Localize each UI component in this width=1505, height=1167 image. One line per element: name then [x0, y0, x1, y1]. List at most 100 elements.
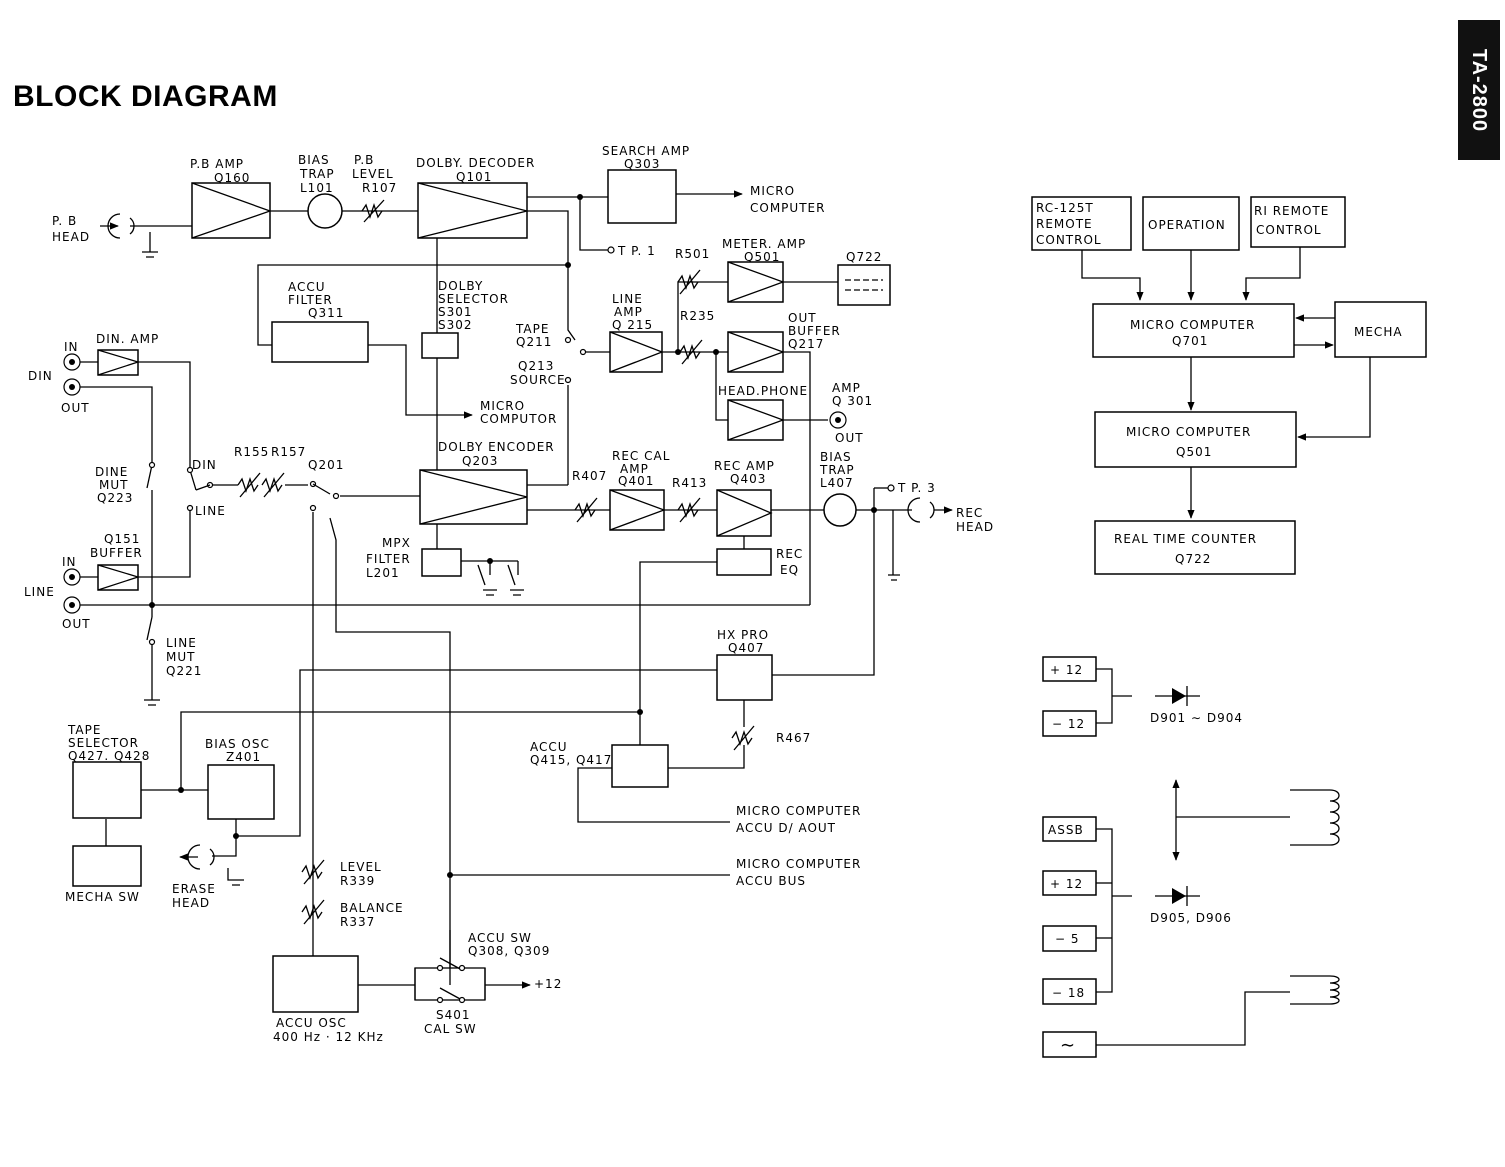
- label-out-hp: OUT: [835, 431, 864, 445]
- label-rec-cal-2: AMP: [620, 462, 649, 476]
- label-line-out: OUT: [62, 617, 91, 631]
- label-rec-head-1: REC: [956, 506, 983, 520]
- label-bias-trap-rec-1: BIAS: [820, 450, 852, 464]
- label-q221: Q221: [166, 664, 202, 678]
- label-rec-eq-1: REC: [776, 547, 803, 561]
- label-line: LINE: [24, 585, 55, 599]
- control-blocks: [1031, 196, 1427, 575]
- label-rc125t-1: RC-125T: [1036, 201, 1094, 215]
- label-bias-trap-rec-2: TRAP: [819, 463, 855, 477]
- meter-amp-block: [727, 261, 785, 303]
- label-q407: Q407: [728, 641, 764, 655]
- label-tp3: T P. 3: [897, 481, 936, 495]
- dolby-encoder-block: [419, 469, 528, 525]
- heads-and-jacks: [63, 213, 953, 886]
- label-dolby-selector-1: DOLBY: [438, 279, 483, 293]
- label-erase-2: HEAD: [172, 896, 210, 910]
- label-q223: Q223: [97, 491, 133, 505]
- label-ri-2: CONTROL: [1256, 223, 1322, 237]
- label-hx-pro: HX PRO: [717, 628, 769, 642]
- label-mpx-1: MPX: [382, 536, 411, 550]
- label-r501: R501: [675, 247, 710, 261]
- label-rec-cal-1: REC CAL: [612, 449, 670, 463]
- label-l407: L407: [820, 476, 854, 490]
- label-m12-a: − 12: [1052, 717, 1085, 731]
- bias-trap-l407: [823, 493, 857, 527]
- label-z401: Z401: [226, 750, 261, 764]
- label-p12-b: + 12: [1050, 877, 1083, 891]
- label-q203: Q203: [462, 454, 498, 468]
- label-q101: Q101: [456, 170, 492, 184]
- label-rec-eq-2: EQ: [780, 563, 799, 577]
- label-erase-1: ERASE: [172, 882, 216, 896]
- bias-osc-block: [207, 764, 275, 820]
- accu-osc-block: [272, 955, 359, 1013]
- label-r339: R339: [340, 874, 375, 888]
- accu-switch-group: [414, 967, 486, 1001]
- mpx-filter-block: [421, 548, 462, 577]
- transformer-coil-bottom: [1290, 975, 1340, 1005]
- label-micro-computer-top-1: MICRO: [750, 184, 795, 198]
- label-search-amp: SEARCH AMP: [602, 144, 690, 158]
- label-source: SOURCE: [510, 373, 566, 387]
- accu-filter-block: [271, 321, 369, 363]
- search-amp-block: [607, 169, 677, 224]
- label-micro-computer-top-2: COMPUTER: [750, 201, 825, 215]
- label-plus12: +12: [534, 977, 562, 991]
- variable-resistors: [237, 199, 755, 925]
- out-buffer-block: [727, 331, 785, 373]
- label-q151: Q151: [104, 532, 140, 546]
- label-ri-1: RI REMOTE: [1254, 204, 1329, 218]
- label-accu-1: ACCU: [530, 740, 568, 754]
- label-mc-accu-bus-1: MICRO COMPUTER: [736, 857, 861, 871]
- label-r155: R155: [234, 445, 269, 459]
- label-mecha-sw: MECHA SW: [65, 890, 140, 904]
- label-dine-2: MUT: [99, 478, 128, 492]
- label-q415: Q415, Q417: [530, 753, 612, 767]
- label-tape-1: TAPE: [515, 322, 549, 336]
- label-q722-display: Q722: [846, 250, 882, 264]
- label-accu-filter-2: FILTER: [288, 293, 333, 307]
- label-q211: Q211: [516, 335, 552, 349]
- label-q311: Q311: [308, 306, 344, 320]
- label-line-mut-2: MUT: [166, 650, 195, 664]
- label-rc125t-3: CONTROL: [1036, 233, 1102, 247]
- label-r467: R467: [776, 731, 811, 745]
- label-q301: Q 301: [832, 394, 873, 408]
- switch-symbols: [146, 336, 587, 1004]
- label-cal-sw: CAL SW: [424, 1022, 477, 1036]
- label-m5: − 5: [1055, 932, 1080, 946]
- label-bias-trap2: TRAP: [299, 167, 335, 181]
- label-amp-hp: AMP: [832, 381, 861, 395]
- hx-pro-block: [716, 654, 773, 701]
- label-headphone: HEAD.PHONE: [718, 384, 808, 398]
- rec-amp-block: [716, 489, 773, 537]
- label-line-sw: LINE: [195, 504, 226, 518]
- line-amp-block: [609, 331, 664, 373]
- label-s401: S401: [436, 1008, 471, 1022]
- amplifier-blocks: [72, 169, 891, 1013]
- label-q303: Q303: [624, 157, 660, 171]
- label-q213: Q213: [518, 359, 554, 373]
- label-mc-accu-bus-2: ACCU BUS: [736, 874, 806, 888]
- label-r337: R337: [340, 915, 375, 929]
- label-mc-accu-da-2: ACCU D/ AOUT: [736, 821, 836, 835]
- label-rtc-1: REAL TIME COUNTER: [1114, 532, 1257, 546]
- label-pb-head-2: HEAD: [52, 230, 90, 244]
- diagram-labels: P.B AMP Q160 BIAS TRAP L101 P.B LEVEL R1…: [24, 144, 1402, 1056]
- label-din-sw: DIN: [192, 458, 217, 472]
- diode-d901: [1155, 686, 1200, 706]
- label-q308: Q308, Q309: [468, 944, 550, 958]
- model-tab: TA-2800: [1458, 20, 1500, 160]
- label-mc-q701-1: MICRO COMPUTER: [1130, 318, 1255, 332]
- label-mc-q501-1: MICRO COMPUTER: [1126, 425, 1251, 439]
- label-out-1: OUT: [788, 311, 817, 325]
- label-mc-q701-2: Q701: [1172, 334, 1208, 348]
- tape-selector-block: [72, 761, 142, 819]
- accu-block: [611, 744, 669, 788]
- label-micro-computor-1: MICRO: [480, 399, 525, 413]
- label-balance: BALANCE: [340, 901, 404, 915]
- label-m18: − 18: [1052, 986, 1085, 1000]
- label-r235: R235: [680, 309, 715, 323]
